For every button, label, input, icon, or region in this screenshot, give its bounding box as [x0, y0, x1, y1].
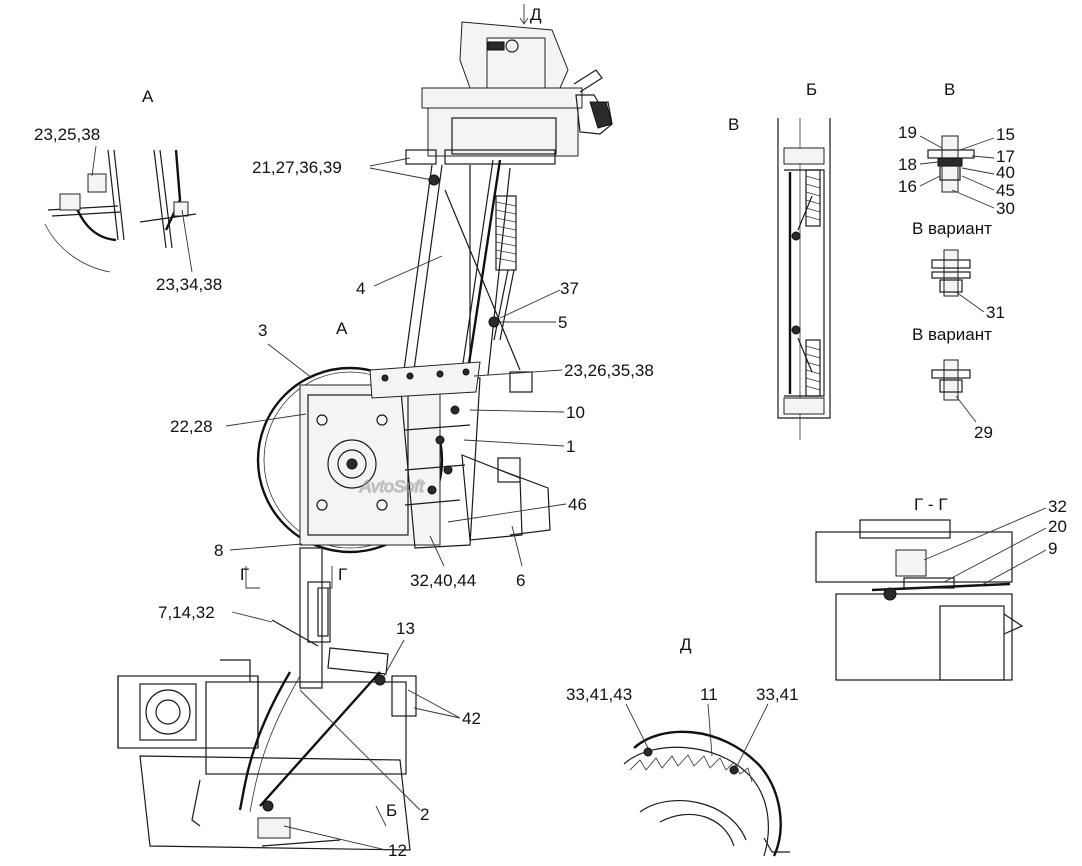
- view-label-b: Б: [806, 80, 817, 99]
- callout-10: 10: [566, 403, 585, 422]
- watermark: AvtoSoft: [359, 477, 425, 496]
- callout-33-41: 33,41: [756, 685, 799, 704]
- callout-30: 30: [996, 199, 1015, 218]
- callout-6: 6: [516, 571, 525, 590]
- cut-arrow-g-right: [318, 566, 333, 589]
- spring: [495, 195, 517, 271]
- main-assembly: [117, 21, 613, 851]
- view-label-v-variant-2: В вариант: [912, 325, 992, 344]
- callout-37: 37: [560, 279, 579, 298]
- top-gearbox: [405, 21, 613, 165]
- view-label-d: Д: [680, 635, 692, 654]
- view-arrow-b: [375, 805, 387, 827]
- callout-33-41-43: 33,41,43: [566, 685, 632, 704]
- view-label-v-on-b: В: [728, 115, 739, 134]
- view-b-detail: [777, 118, 831, 440]
- callout-7-14-32: 7,14,32: [158, 603, 215, 622]
- callout-19: 19: [898, 123, 917, 142]
- callout-13: 13: [396, 619, 415, 638]
- drum-disk: [256, 361, 551, 554]
- lower-frame: [117, 647, 417, 851]
- column: [403, 159, 521, 376]
- callout-31: 31: [986, 303, 1005, 322]
- callout-17: 17: [996, 147, 1015, 166]
- callout-16: 16: [898, 177, 917, 196]
- cut-label-g-right: Г: [338, 565, 347, 584]
- callout-9: 9: [1048, 539, 1057, 558]
- view-d-detail: [623, 730, 790, 857]
- view-label-a-main: А: [336, 319, 348, 338]
- callout-5: 5: [558, 313, 567, 332]
- view-label-v-variant-1: В вариант: [912, 219, 992, 238]
- callouts: 23,25,38 23,34,38 21,27,36,39 4 37 5 3 2…: [34, 123, 1067, 860]
- callout-32-section: 32: [1048, 497, 1067, 516]
- callout-23-34-38: 23,34,38: [156, 275, 222, 294]
- callout-23-25-38: 23,25,38: [34, 125, 100, 144]
- callout-11: 11: [700, 685, 718, 704]
- view-label-a-detail: А: [142, 87, 154, 106]
- callout-46: 46: [568, 495, 587, 514]
- callout-23-26-35-38: 23,26,35,38: [564, 361, 654, 380]
- callout-4: 4: [356, 279, 365, 298]
- callout-12: 12: [388, 841, 407, 860]
- callout-3: 3: [258, 321, 267, 340]
- callout-8: 8: [214, 541, 223, 560]
- callout-20: 20: [1048, 517, 1067, 536]
- callout-40: 40: [996, 163, 1015, 182]
- callout-18: 18: [898, 155, 917, 174]
- view-arrow-d: [519, 4, 529, 25]
- arrow-label-d: Д: [530, 5, 542, 24]
- lower-mast: [271, 547, 331, 689]
- cut-label-g-left: Г: [240, 565, 249, 584]
- cut-arrow-g-left: [245, 566, 260, 589]
- callout-29: 29: [974, 423, 993, 442]
- view-label-v: В: [944, 80, 955, 99]
- callout-21-27-36-39: 21,27,36,39: [252, 158, 342, 177]
- section-g-g: [815, 519, 1024, 681]
- callout-15: 15: [996, 125, 1015, 144]
- callout-32-40-44: 32,40,44: [410, 571, 476, 590]
- callout-2: 2: [420, 805, 429, 824]
- callout-22-28: 22,28: [170, 417, 213, 436]
- view-label-g-g: Г - Г: [914, 495, 948, 514]
- view-v-details: [927, 135, 975, 401]
- arrow-label-b: Б: [386, 801, 397, 820]
- callout-42: 42: [462, 709, 481, 728]
- callout-1: 1: [566, 437, 575, 456]
- callout-45: 45: [996, 181, 1015, 200]
- view-a-detail: [44, 149, 197, 273]
